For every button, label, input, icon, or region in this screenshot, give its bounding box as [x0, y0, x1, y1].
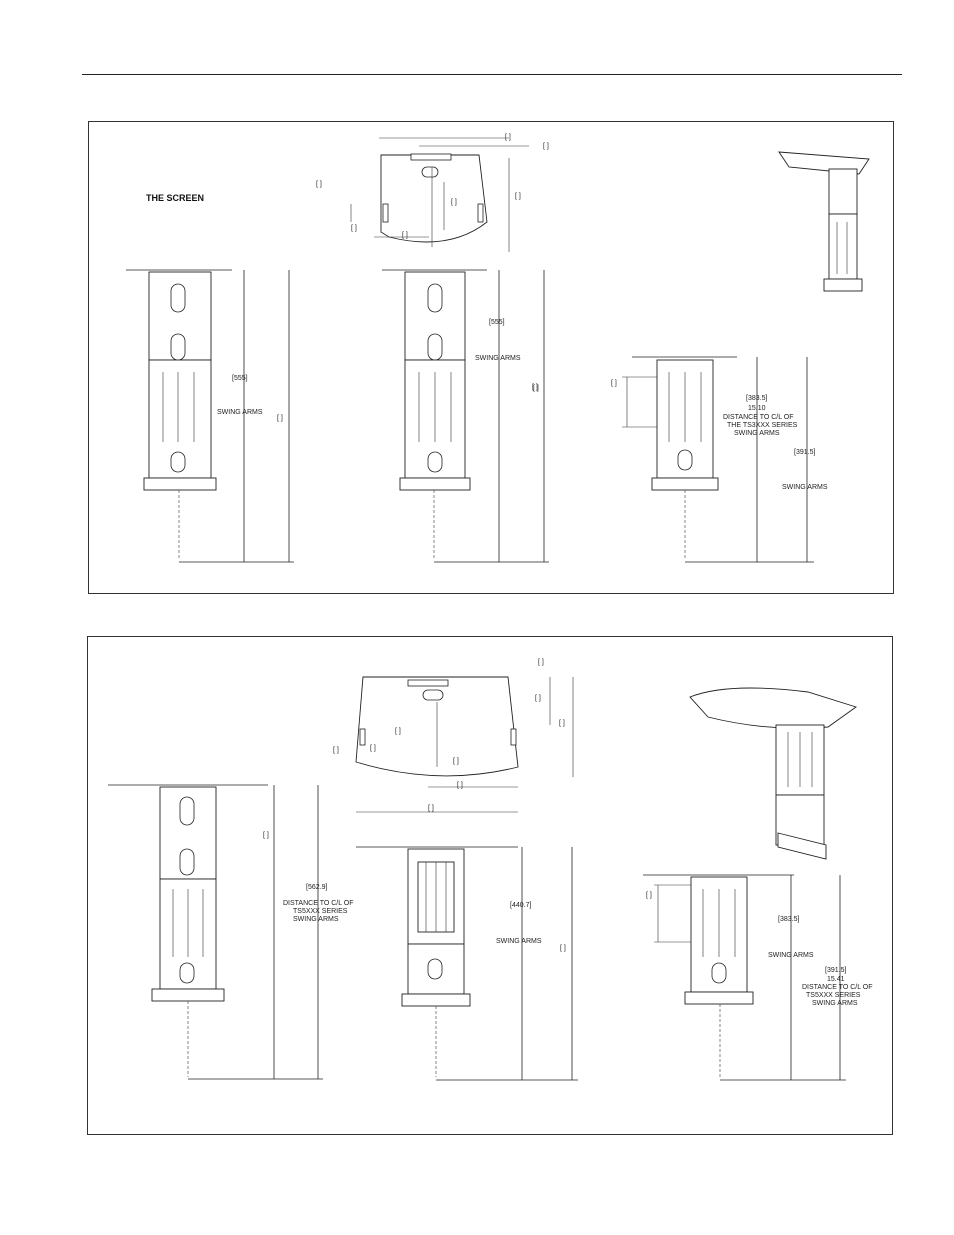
svg-text:[ ]: [ ] — [457, 782, 463, 789]
svg-text:[ ]: [ ] — [263, 832, 269, 839]
svg-text:[ ]: [ ] — [395, 728, 401, 735]
bottom-left-elevation: [ ] [562.9] DISTANCE TO C/L OF TS5XXX SE… — [108, 784, 354, 1080]
top-center-elevation: [555] SWING ARMS [ ] — [382, 269, 549, 563]
bottom-diagram-panel: [ ] [ ] [ ] [ ] [ ] [ ] [ ] [ ] [ ] [ ] — [87, 636, 893, 1135]
bottom-right-dim-a: [383.5] — [778, 916, 799, 923]
bottom-right-dim-b-note2: TS5XXX SERIES — [806, 992, 861, 999]
svg-text:[ ]: [ ] — [646, 892, 652, 899]
bottom-iso-view — [689, 687, 857, 860]
top-right-dim-b-note: SWING ARMS — [782, 484, 828, 491]
bottom-plan-view: [ ] [ ] [ ] [ ] [ ] [ ] [ ] [ ] [ ] — [333, 659, 574, 813]
header-rule — [82, 74, 902, 75]
svg-text:[ ]: [ ] — [428, 805, 434, 812]
svg-text:[ ]: [ ] — [351, 225, 357, 232]
top-right-elevation: [ ] [ ] [383.5] 15.10 DISTANCE TO C/L OF… — [532, 356, 828, 563]
svg-text:[ ]: [ ] — [370, 745, 376, 752]
svg-text:[ ]: [ ] — [277, 415, 283, 422]
svg-text:[ ]: [ ] — [515, 193, 521, 200]
top-plan-view: [ ] [ ] [ ] [ ] [ ] [ ] [ ] — [316, 134, 549, 252]
top-right-dim-a: [383.5] — [746, 395, 767, 402]
bottom-left-note3: SWING ARMS — [293, 916, 339, 923]
bottom-left-note1: DISTANCE TO C/L OF — [283, 900, 354, 907]
svg-text:[ ]: [ ] — [533, 385, 539, 392]
svg-text:[ ]: [ ] — [560, 945, 566, 952]
bottom-right-dim-b: [391.5] — [825, 967, 846, 974]
top-right-dim-a-note1: DISTANCE TO C/L OF — [723, 414, 794, 421]
top-center-dim: [555] — [489, 319, 505, 326]
top-right-dim-a-value: 15.10 — [748, 405, 766, 412]
top-right-dim-a-note3: SWING ARMS — [734, 430, 780, 437]
bottom-diagram-svg: [ ] [ ] [ ] [ ] [ ] [ ] [ ] [ ] [ ] [ ] — [108, 659, 873, 1081]
svg-text:[ ]: [ ] — [333, 747, 339, 754]
bottom-right-dim-b-note3: SWING ARMS — [812, 1000, 858, 1007]
svg-text:[ ]: [ ] — [402, 232, 408, 239]
screen-label: THE SCREEN — [146, 193, 204, 203]
top-iso-view — [778, 151, 870, 292]
bottom-left-dim: [562.9] — [306, 884, 327, 891]
svg-text:[ ]: [ ] — [453, 758, 459, 765]
svg-text:[ ]: [ ] — [611, 380, 617, 387]
top-left-elevation: [555] SWING ARMS [ ] — [126, 269, 294, 563]
top-right-dim-a-note2: THE TS3XXX SERIES — [727, 422, 798, 429]
svg-text:[ ]: [ ] — [543, 143, 549, 150]
top-diagram-svg: THE SCREEN [ ] [ ] [ ] [ ] [ ] [ ] [ ] — [126, 134, 870, 563]
bottom-right-elevation: [ ] [383.5] SWING ARMS [391.5] 15.41 DIS… — [643, 874, 873, 1081]
top-center-note: SWING ARMS — [475, 355, 521, 362]
svg-text:[ ]: [ ] — [538, 659, 544, 666]
top-right-dim-b: [391.5] — [794, 449, 815, 456]
svg-text:[ ]: [ ] — [559, 720, 565, 727]
svg-text:[ ]: [ ] — [505, 134, 511, 141]
bottom-center-dim: [440.7] — [510, 902, 531, 909]
top-left-note: SWING ARMS — [217, 409, 263, 416]
top-left-dim: [555] — [232, 375, 248, 382]
svg-text:[ ]: [ ] — [532, 384, 538, 391]
top-diagram-panel: THE SCREEN [ ] [ ] [ ] [ ] [ ] [ ] [ ] — [88, 121, 894, 594]
svg-text:[ ]: [ ] — [316, 181, 322, 188]
bottom-right-dim-a-note: SWING ARMS — [768, 952, 814, 959]
svg-text:[ ]: [ ] — [451, 199, 457, 206]
bottom-right-dim-b-value: 15.41 — [827, 976, 845, 983]
bottom-center-note: SWING ARMS — [496, 938, 542, 945]
bottom-left-note2: TS5XXX SERIES — [293, 908, 348, 915]
bottom-center-elevation: [440.7] SWING ARMS [ ] — [356, 846, 578, 1081]
svg-text:[ ]: [ ] — [535, 695, 541, 702]
bottom-right-dim-b-note1: DISTANCE TO C/L OF — [802, 984, 873, 991]
